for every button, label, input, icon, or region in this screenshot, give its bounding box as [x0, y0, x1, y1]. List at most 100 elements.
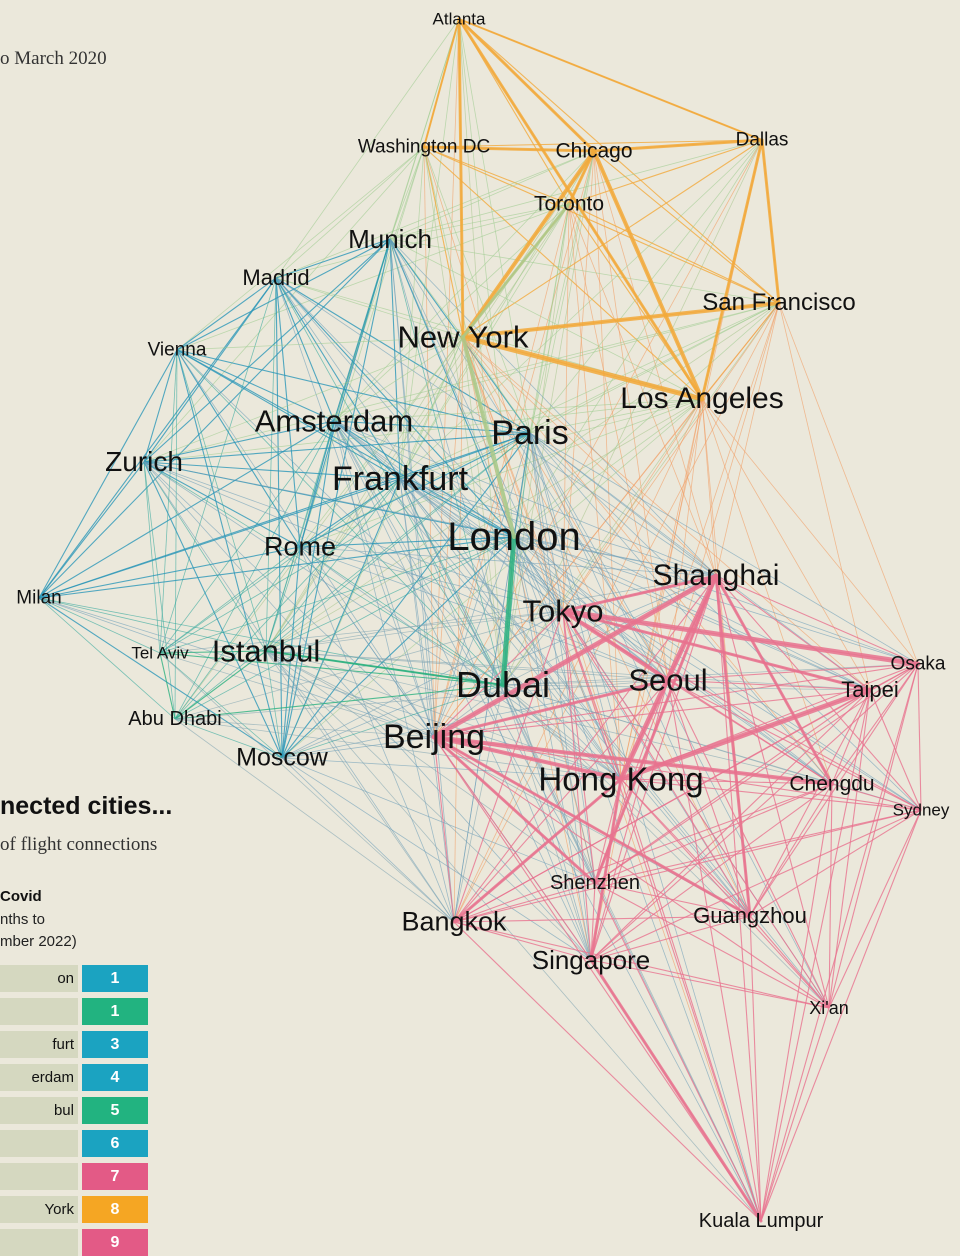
connection-line-379 [502, 663, 919, 686]
connection-line-298 [513, 536, 922, 811]
connection-line-297 [513, 536, 833, 785]
connection-line-131 [778, 302, 919, 665]
connection-line-463 [749, 809, 922, 917]
connection-line-305 [299, 546, 717, 577]
rank-number: 4 [82, 1064, 148, 1091]
connection-line-170 [176, 349, 267, 652]
strong-connection-26 [714, 574, 752, 918]
connection-line-468 [594, 882, 751, 917]
connection-line-25 [423, 146, 531, 434]
connection-line-266 [265, 478, 401, 652]
connection-line-465 [590, 809, 922, 961]
connection-line-362 [159, 652, 176, 720]
connection-line-263 [38, 478, 401, 599]
connection-line-320 [715, 575, 919, 665]
connection-line-136 [620, 302, 780, 780]
connection-line-132 [502, 302, 780, 686]
connection-line-273 [281, 478, 401, 759]
connection-line-361 [159, 652, 504, 686]
connection-line-368 [265, 650, 871, 691]
connection-line-36 [275, 150, 595, 279]
city-label-frankfurt: Frankfurt [331, 460, 469, 498]
connection-line-60 [433, 139, 763, 738]
rank-number: 6 [82, 1130, 148, 1157]
connection-line-23 [423, 146, 703, 400]
strong-connection-32 [589, 958, 763, 1223]
city-label-guangzhou: Guangzhou [693, 903, 807, 928]
city-label-seoul: Seoul [628, 662, 708, 698]
connection-line-480 [590, 959, 830, 1009]
connection-line-141 [462, 336, 531, 434]
connection-line-78 [568, 203, 622, 780]
connection-line-210 [333, 420, 435, 738]
connection-line-382 [433, 663, 919, 738]
connection-line-274 [399, 478, 622, 780]
strong-connection-16 [461, 335, 516, 539]
city-label-sydney: Sydney [892, 800, 950, 820]
rank-row: 1 [0, 998, 150, 1025]
connection-line-284 [513, 536, 717, 577]
connection-line-211 [281, 420, 335, 759]
connection-line-155 [462, 336, 622, 780]
connection-line-113 [159, 277, 277, 654]
connection-line-319 [265, 575, 717, 652]
city-label-taipei: Taipei [841, 677, 899, 702]
connection-line-279 [399, 478, 455, 923]
connection-line-185 [701, 398, 919, 665]
connection-line-258 [143, 461, 455, 923]
connection-line-444 [281, 757, 596, 884]
connection-line-164 [143, 349, 178, 463]
rank-city-name: York [44, 1201, 74, 1218]
city-label-chicago: Chicago [555, 139, 633, 163]
panel-subtitle: of flight connections [0, 834, 158, 855]
connection-line-45 [562, 150, 595, 612]
connection-line-404 [502, 684, 830, 1009]
connection-line-179 [399, 398, 703, 480]
connection-line-360 [159, 650, 267, 654]
connection-line-429 [174, 718, 435, 738]
strong-links [265, 17, 921, 1223]
strong-connection-25 [432, 735, 752, 918]
connection-line-14 [433, 18, 460, 738]
connection-line-64 [568, 203, 780, 304]
connection-line-20 [423, 146, 780, 304]
city-label-madrid: Madrid [242, 265, 310, 290]
connection-line-203 [333, 420, 564, 612]
connection-line-71 [513, 203, 570, 538]
rank-number: 1 [82, 998, 148, 1025]
connection-line-469 [453, 882, 596, 923]
connection-line-41 [529, 150, 595, 434]
connection-line-205 [265, 420, 335, 652]
rank-row: 9 [0, 1229, 150, 1256]
connection-line-367 [265, 650, 669, 681]
connection-line-311 [299, 546, 669, 681]
strong-connection-28 [589, 777, 623, 962]
column-subheader: nths to [0, 911, 46, 928]
strong-connection-3 [461, 301, 781, 339]
city-label-shenzhen: Shenzhen [549, 872, 641, 894]
connection-line-27 [399, 146, 425, 480]
connection-line-339 [38, 597, 435, 738]
connection-line-214 [333, 420, 596, 884]
connection-line-79 [275, 238, 391, 279]
connection-line-442 [433, 736, 762, 1222]
connection-line-308 [159, 546, 301, 654]
connection-line-291 [513, 536, 669, 681]
connection-line-267 [399, 478, 919, 665]
connection-line-90 [389, 238, 717, 577]
connection-line-175 [176, 349, 622, 780]
strong-connection-4 [592, 149, 704, 401]
connection-line-162 [176, 349, 335, 422]
connection-line-260 [399, 478, 515, 538]
connection-line-473 [453, 915, 751, 923]
connection-line-448 [620, 778, 922, 811]
strong-connection-22 [432, 735, 623, 781]
connection-line-174 [176, 349, 283, 759]
connection-line-228 [529, 432, 919, 665]
connection-line-243 [529, 432, 762, 1222]
rank-city [0, 1229, 78, 1256]
connection-line-342 [159, 610, 564, 654]
connection-line-196 [333, 420, 531, 434]
city-label-singapore: Singapore [531, 945, 651, 975]
